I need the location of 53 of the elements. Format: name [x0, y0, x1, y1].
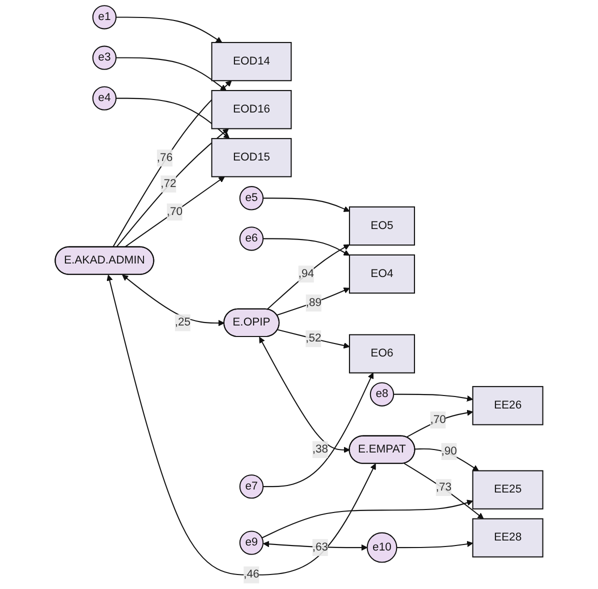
node-circle: e8 [370, 382, 394, 406]
arrow [124, 176, 225, 248]
arrow [396, 540, 474, 548]
arrow [266, 244, 350, 310]
node-box: EE26 [472, 386, 544, 426]
edge-label: ,73 [436, 481, 452, 494]
edge-label: ,72 [160, 178, 176, 190]
node-box: EO6 [348, 334, 415, 374]
arrow [263, 372, 374, 488]
node-box: EO4 [348, 254, 415, 294]
node-box: EO5 [348, 206, 415, 246]
edge-label: ,25 [174, 316, 191, 328]
edge-label: ,89 [306, 296, 322, 309]
arrow [276, 288, 350, 316]
node-box: EE28 [472, 518, 544, 558]
arrow [106, 274, 376, 576]
node-box: EOD14 [211, 42, 292, 82]
edge-label: ,63 [312, 541, 328, 554]
node-circle: e5 [239, 186, 264, 210]
arrow [263, 238, 350, 256]
arrow [112, 80, 232, 248]
arrow [116, 16, 222, 43]
arrow [116, 128, 229, 248]
node-circle: e10 [366, 532, 398, 563]
node-circle: e1 [92, 5, 117, 30]
edge-label: ,38 [312, 443, 328, 456]
node-circle: e4 [92, 86, 117, 110]
node-circle: e7 [239, 474, 264, 499]
arrow [116, 98, 230, 139]
edge-label: ,46 [244, 568, 260, 581]
arrow [278, 329, 350, 349]
edge-label: ,70 [166, 206, 183, 218]
node-circle: e6 [239, 226, 264, 251]
node-circle: e9 [239, 530, 264, 555]
edge-label: ,94 [298, 268, 314, 280]
edge-label: ,70 [430, 414, 446, 426]
node-circle: e3 [92, 46, 117, 70]
arrow [262, 500, 474, 538]
arrow [122, 274, 225, 326]
arrow [259, 336, 350, 453]
edge-label: ,52 [306, 332, 322, 344]
edge-label: ,76 [156, 152, 173, 164]
node-box: EOD16 [211, 90, 292, 130]
arrow [404, 462, 484, 520]
arrow [406, 410, 474, 438]
node-box: EOD15 [211, 138, 292, 178]
arrow [414, 448, 479, 472]
node-box: EE25 [472, 470, 544, 510]
arrow [394, 394, 474, 402]
arrow [116, 57, 226, 91]
arrow [263, 540, 368, 551]
edge-label: ,90 [441, 445, 457, 458]
arrow [263, 198, 350, 212]
